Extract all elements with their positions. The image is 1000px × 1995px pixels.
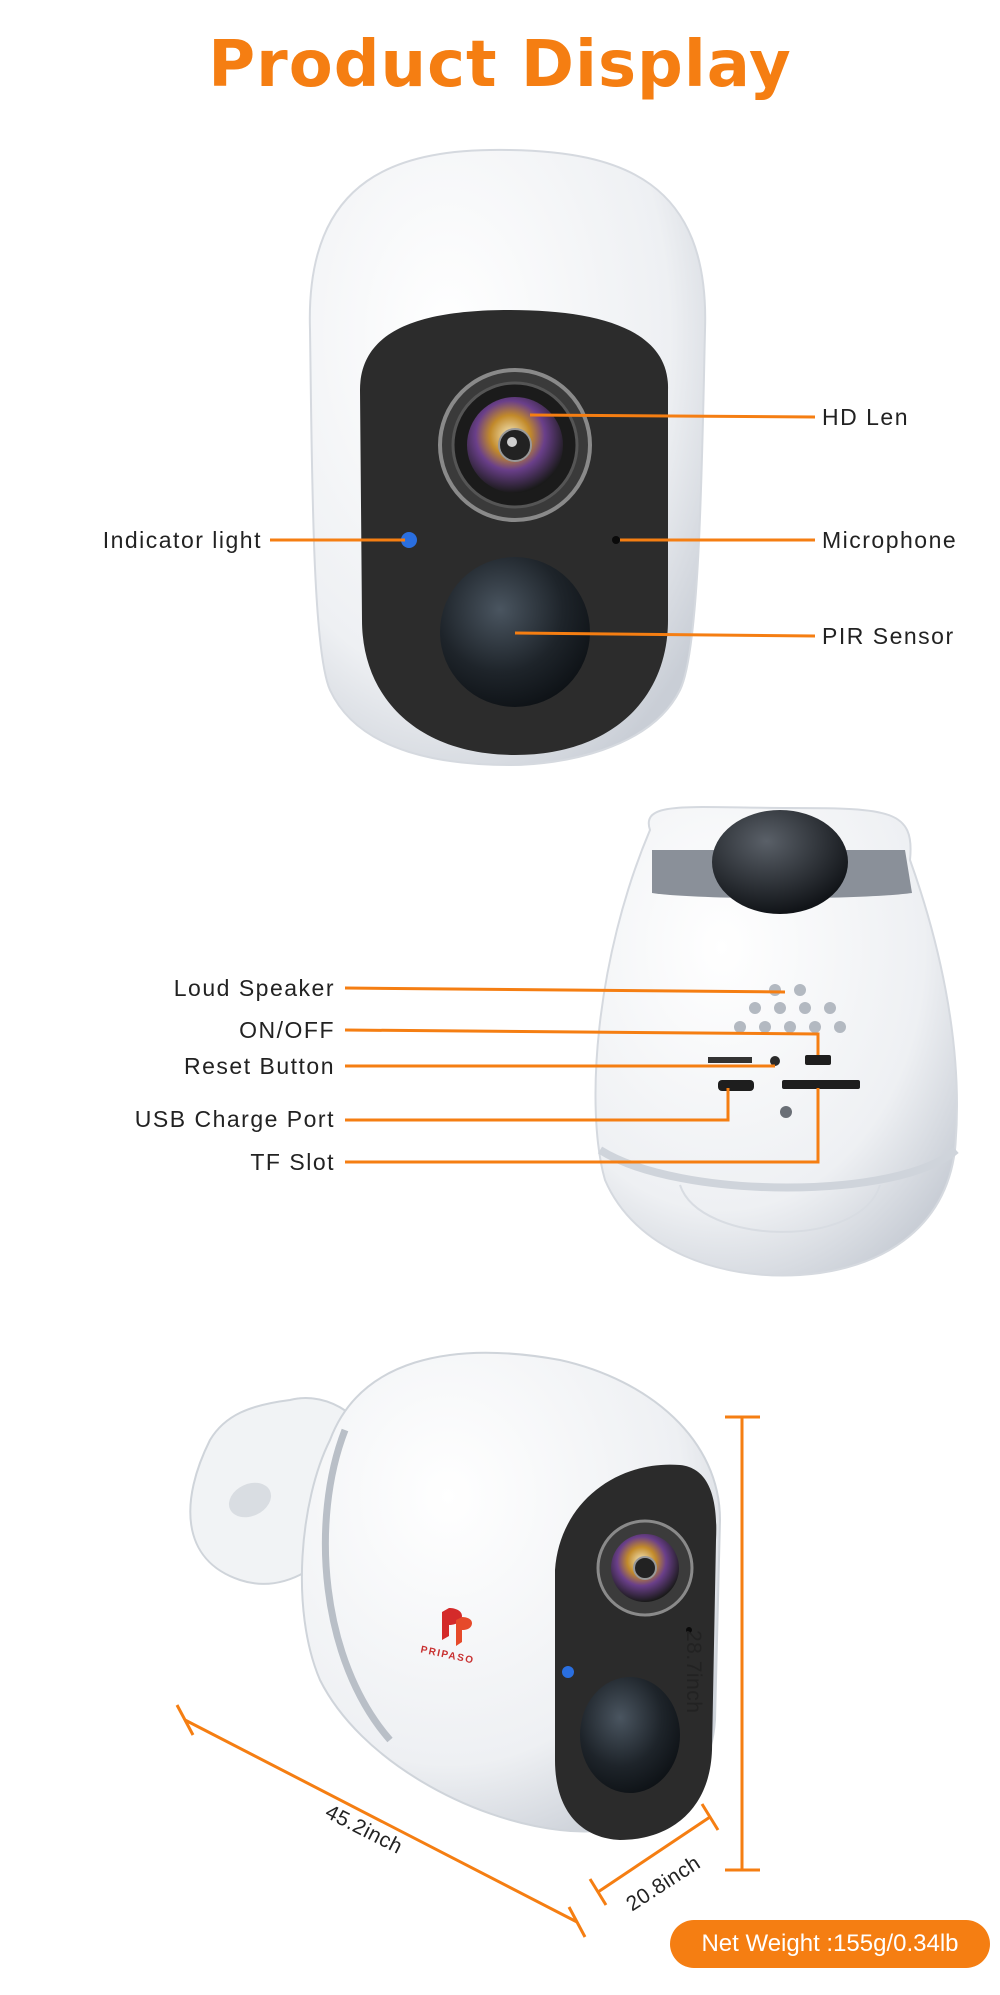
page-title: Product Display [208,28,792,102]
label-hd-len: HD Len [822,404,909,430]
label-microphone: Microphone [822,527,958,553]
label-on-off: ON/OFF [239,1017,335,1043]
usb-port-icon [718,1080,754,1091]
back-camera [594,806,959,1277]
label-pir-sensor: PIR Sensor [822,623,955,649]
dimension-height: 28.7inch [682,1630,705,1714]
label-indicator-light: Indicator light [102,527,262,553]
microphone-icon [612,536,620,544]
front-callouts [270,413,816,638]
label-usb-charge-port: USB Charge Port [134,1106,335,1132]
front-camera [308,148,707,767]
reset-button-icon [770,1056,780,1066]
indicator-light-icon [401,532,417,548]
back-callouts [344,986,820,1164]
net-weight-badge: Net Weight :155g/0.34lb [670,1920,990,1968]
tf-slot-icon [782,1080,860,1089]
label-reset-button: Reset Button [184,1053,335,1079]
dimension-lines [175,1415,760,1938]
angled-camera [189,1351,722,1840]
label-tf-slot: TF Slot [250,1149,335,1175]
label-loud-speaker: Loud Speaker [173,975,335,1001]
on-off-switch-icon [805,1055,831,1065]
